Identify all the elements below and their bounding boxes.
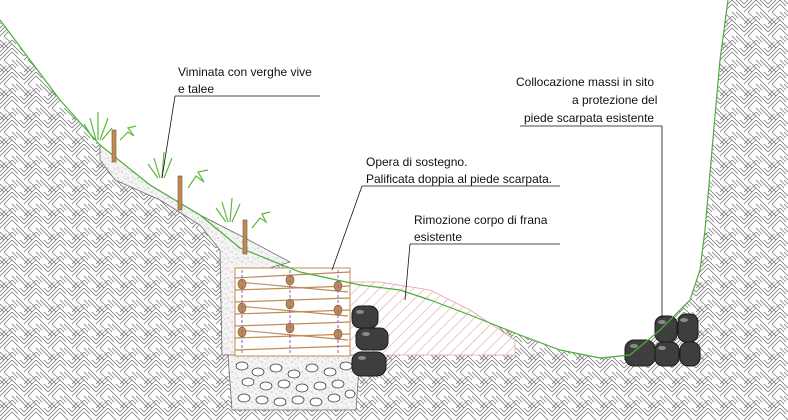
label-opera-line1: Opera di sostegno. xyxy=(366,155,467,169)
plant-icon xyxy=(83,112,271,229)
label-massi-line1: Collocazione massi in sito xyxy=(516,75,654,89)
ground-surface-line xyxy=(0,0,729,359)
label-massi-line3: piede scarpata esistente xyxy=(524,111,654,125)
boulder-highlights-palificata xyxy=(356,310,370,360)
viminata-stakes xyxy=(111,129,248,255)
boulder-highlights-existing xyxy=(630,318,688,350)
leader-lines xyxy=(161,95,663,318)
label-opera-line2: Palificata doppia al piede scarpata. xyxy=(366,172,552,186)
palificata-timber-crib xyxy=(234,267,351,357)
label-rimozione-line1: Rimozione corpo di frana xyxy=(414,213,548,227)
label-massi-line2: a protezione del xyxy=(572,93,657,107)
gravel-stones xyxy=(235,361,356,407)
label-viminata-line2: e talee xyxy=(178,82,214,96)
label-viminata-line1: Viminata con verghe vive xyxy=(178,65,312,79)
label-rimozione-line2: esistente xyxy=(414,230,462,244)
